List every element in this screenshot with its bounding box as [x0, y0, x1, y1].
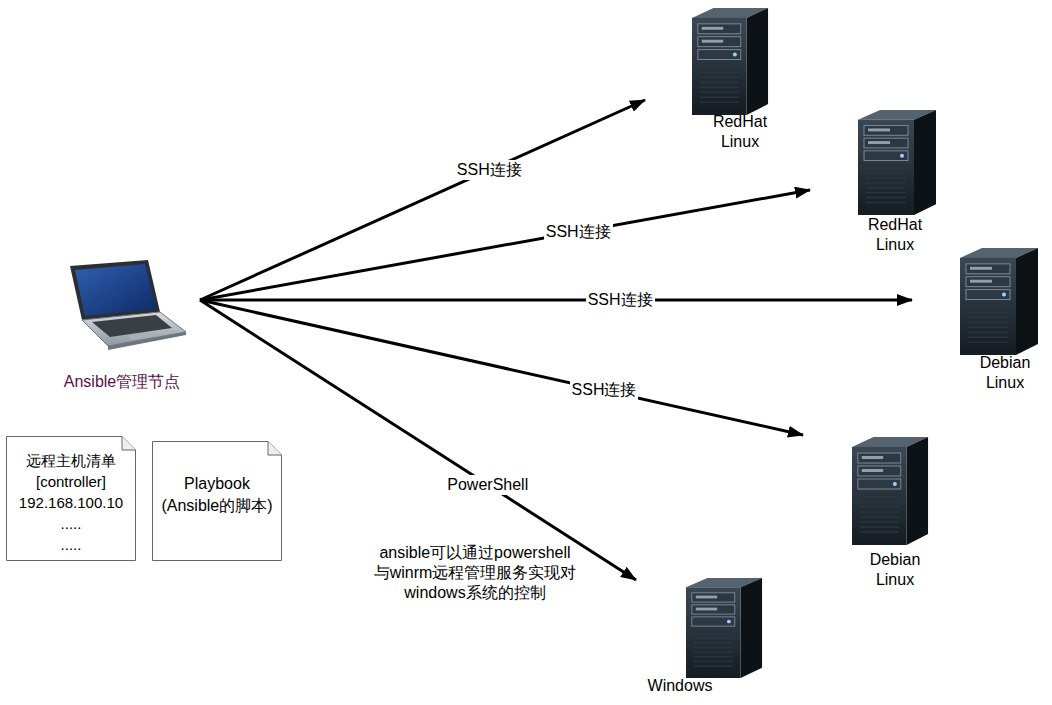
- edge-label: SSH连接: [586, 290, 655, 310]
- document-text: .....: [9, 534, 133, 555]
- server-node: RedHat Linux: [645, 8, 795, 163]
- server-node: Debian Linux: [912, 248, 1047, 398]
- connector-arrow: [200, 300, 803, 435]
- connector-arrow: [200, 190, 810, 300]
- node-label: Debian Linux: [859, 550, 931, 590]
- icon-holder: [960, 248, 1040, 359]
- laptop-icon: [68, 260, 188, 350]
- edge-label: SSH连接: [544, 222, 613, 242]
- document-text: .....: [9, 513, 133, 534]
- icon-holder: [692, 8, 770, 119]
- laptop-node: Ansible管理节点: [60, 255, 200, 395]
- document-text: [controller]: [9, 471, 133, 492]
- connector-arrow: [200, 299, 912, 302]
- connector-arrow: [200, 100, 645, 300]
- document-text: 192.168.100.10: [9, 492, 133, 513]
- document-text: Playbook (Ansible的脚本): [154, 473, 280, 517]
- server-node: Debian Linux: [803, 430, 938, 590]
- edge-label: SSH连接: [570, 380, 639, 400]
- inventory-document: 远程主机清单[controller]192.168.100.10........…: [6, 436, 136, 561]
- server-icon: [686, 578, 764, 678]
- document-text: 远程主机清单: [9, 450, 133, 471]
- node-label: Ansible管理节点: [22, 372, 222, 392]
- node-label: Debian Linux: [969, 353, 1041, 393]
- node-label: RedHat Linux: [859, 215, 931, 255]
- server-icon: [960, 248, 1040, 355]
- server-icon: [692, 8, 770, 115]
- icon-holder: [68, 260, 188, 354]
- server-node: RedHat Linux: [810, 110, 945, 260]
- server-icon: [858, 110, 938, 215]
- server-icon: [852, 437, 930, 545]
- server-node: Windows: [636, 578, 771, 703]
- node-label: Windows: [635, 676, 725, 696]
- icon-holder: [858, 110, 938, 219]
- edge-label: PowerShell: [445, 475, 530, 495]
- icon-holder: [852, 437, 930, 549]
- edge-label: SSH连接: [455, 160, 524, 180]
- node-label: RedHat Linux: [704, 112, 776, 152]
- note-text: ansible可以通过powershell 与winrm远程管理服务实现对 wi…: [355, 543, 595, 603]
- icon-holder: [686, 578, 764, 682]
- playbook-document: Playbook (Ansible的脚本): [152, 441, 282, 561]
